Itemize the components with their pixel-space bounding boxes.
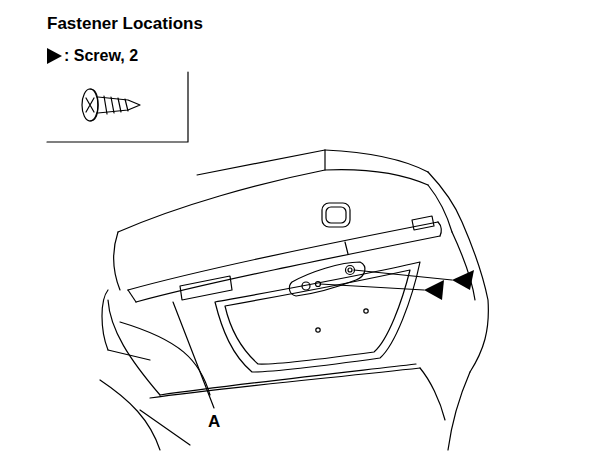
- legend-text: : Screw, 2: [64, 47, 138, 65]
- screw-arrow: [424, 280, 444, 300]
- legend-frame: [47, 72, 188, 142]
- diagram-title: Fastener Locations: [47, 14, 203, 34]
- callout-line: [354, 270, 452, 280]
- screw-head: [302, 282, 310, 290]
- license-light-housing: [289, 262, 365, 296]
- legend-arrow: [47, 48, 62, 64]
- screw-head: [346, 266, 355, 275]
- emblem: [322, 203, 350, 227]
- car-body: [100, 150, 488, 450]
- screw-arrow: [452, 270, 474, 290]
- screw-icon: [82, 89, 140, 121]
- callout-letter: A: [208, 412, 220, 432]
- leader-line: [173, 302, 214, 408]
- callout-line: [320, 284, 424, 290]
- license-recess: [215, 262, 420, 372]
- emblem-inner: [326, 207, 346, 223]
